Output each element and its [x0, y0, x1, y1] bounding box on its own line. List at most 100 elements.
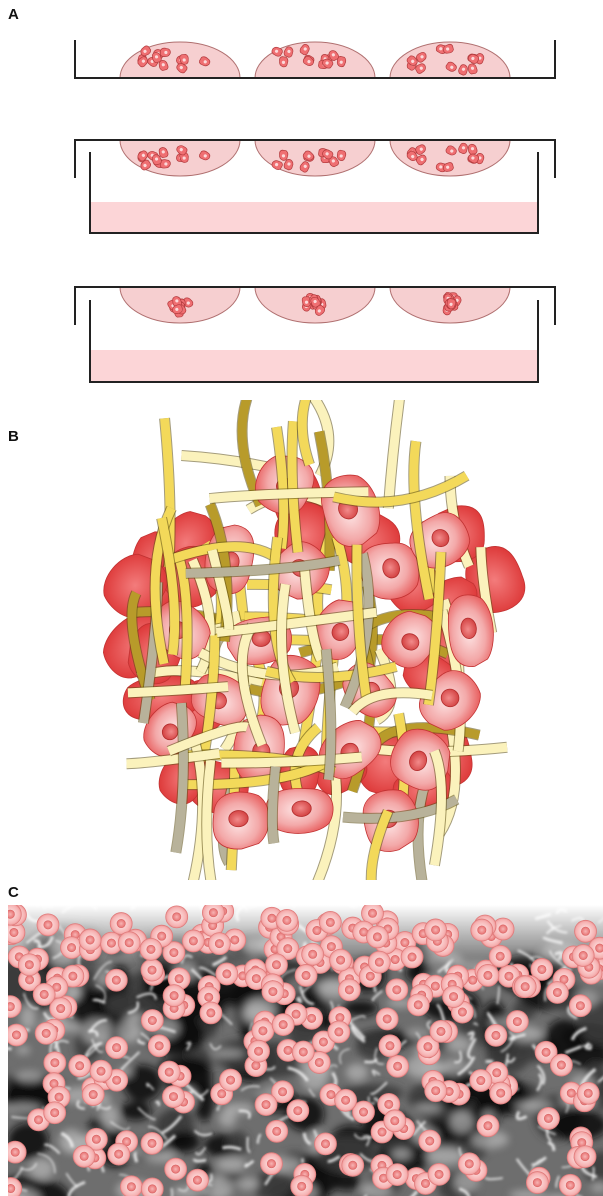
seeded-cell [163, 985, 185, 1007]
seeded-cell [368, 951, 390, 973]
seeded-cell [255, 1094, 277, 1116]
seeded-cell [514, 976, 536, 998]
seeded-cell [5, 1024, 27, 1046]
seeded-cell [141, 959, 163, 981]
seeded-cell [386, 979, 408, 1001]
seeded-cell [419, 1130, 441, 1152]
seeded-cell [44, 1052, 66, 1074]
seeded-cell [315, 1133, 337, 1155]
seeded-cell [572, 944, 594, 966]
fiber [388, 400, 403, 508]
seeded-cell [35, 1022, 57, 1044]
medium-reservoir [90, 350, 538, 382]
seeded-cell [443, 986, 465, 1008]
seeded-cell [158, 1061, 180, 1083]
droplet [390, 42, 510, 78]
seeded-cell [248, 1040, 270, 1062]
seeded-cell [0, 1178, 22, 1196]
seeded-cell [470, 1070, 492, 1092]
seeded-cell [506, 1011, 528, 1033]
seeded-cell [291, 1175, 313, 1196]
panel-c-scaffold-diagram [0, 905, 603, 1196]
droplet [390, 140, 510, 176]
fiber [128, 687, 228, 693]
seeded-cell [550, 1054, 572, 1076]
seeded-cell [425, 919, 447, 941]
seeded-cell [458, 1153, 480, 1175]
seeded-cell [376, 1008, 398, 1030]
seeded-cell [577, 1082, 599, 1104]
seeded-cell [537, 1107, 559, 1129]
seeded-cell [202, 905, 224, 924]
panel-label-c: C [8, 884, 19, 901]
seeded-cell [485, 1024, 507, 1046]
seeded-cell [559, 1174, 581, 1196]
row-2-inverted-lid [75, 140, 555, 233]
seeded-cell [276, 909, 298, 931]
fiber [221, 757, 361, 763]
panel-b-spheroid-diagram [0, 400, 603, 880]
row-1-plate [75, 40, 555, 78]
seeded-cell [33, 983, 55, 1005]
seeded-cell [106, 1037, 128, 1059]
seeded-cell [546, 981, 568, 1003]
seeded-cell [0, 905, 21, 925]
droplet [120, 140, 240, 176]
seeded-cell [489, 945, 511, 967]
seeded-cell [165, 1158, 187, 1180]
fiber [302, 400, 309, 465]
seeded-cell [295, 964, 317, 986]
seeded-cell [186, 1169, 208, 1191]
seeded-cell [428, 1163, 450, 1185]
seeded-cell [266, 1120, 288, 1142]
medium-reservoir [90, 202, 538, 233]
seeded-cell [182, 930, 204, 952]
droplet [255, 287, 375, 323]
fiber [207, 760, 213, 880]
seeded-cell [471, 919, 493, 941]
row-3-spheroid-formed [75, 287, 555, 382]
fiber [272, 767, 275, 844]
seeded-cell [140, 938, 162, 960]
seeded-cell [37, 914, 59, 936]
seeded-cell [338, 979, 360, 1001]
seeded-cell [425, 1080, 447, 1102]
seeded-cell [44, 1102, 66, 1124]
seeded-cell [4, 1141, 26, 1163]
seeded-cell [335, 1089, 357, 1111]
seeded-cell [166, 906, 188, 928]
seeded-cell [141, 1132, 163, 1154]
fiber [292, 421, 298, 552]
seeded-cell [292, 1041, 314, 1063]
seeded-cell [18, 954, 40, 976]
seeded-cell [220, 1069, 242, 1091]
seeded-cell [477, 1115, 499, 1137]
fiber [326, 649, 331, 780]
seeded-cell [252, 1020, 274, 1042]
seeded-cell [319, 911, 341, 933]
seeded-cell [260, 1153, 282, 1175]
seeded-cell [120, 1176, 142, 1196]
seeded-cell [490, 1082, 512, 1104]
droplet [255, 42, 375, 78]
seeded-cell [526, 1172, 548, 1194]
seeded-cell [79, 929, 101, 951]
seeded-cell [141, 1009, 163, 1031]
seeded-cell [118, 932, 140, 954]
seeded-cell [387, 1055, 409, 1077]
seeded-cell [430, 1020, 452, 1042]
seeded-cell [90, 1060, 112, 1082]
seeded-cell [379, 1035, 401, 1057]
seeded-cell [69, 1055, 91, 1077]
seeded-cell [287, 1100, 309, 1122]
seeded-cell [366, 926, 388, 948]
seeded-cell [0, 996, 21, 1018]
seeded-cell [262, 981, 284, 1003]
droplet [255, 140, 375, 176]
seeded-cell [302, 943, 324, 965]
droplet [120, 287, 240, 323]
seeded-cell [407, 994, 429, 1016]
seeded-cell [569, 995, 591, 1017]
seeded-cell [328, 1021, 350, 1043]
spheroid-cell [211, 790, 271, 850]
